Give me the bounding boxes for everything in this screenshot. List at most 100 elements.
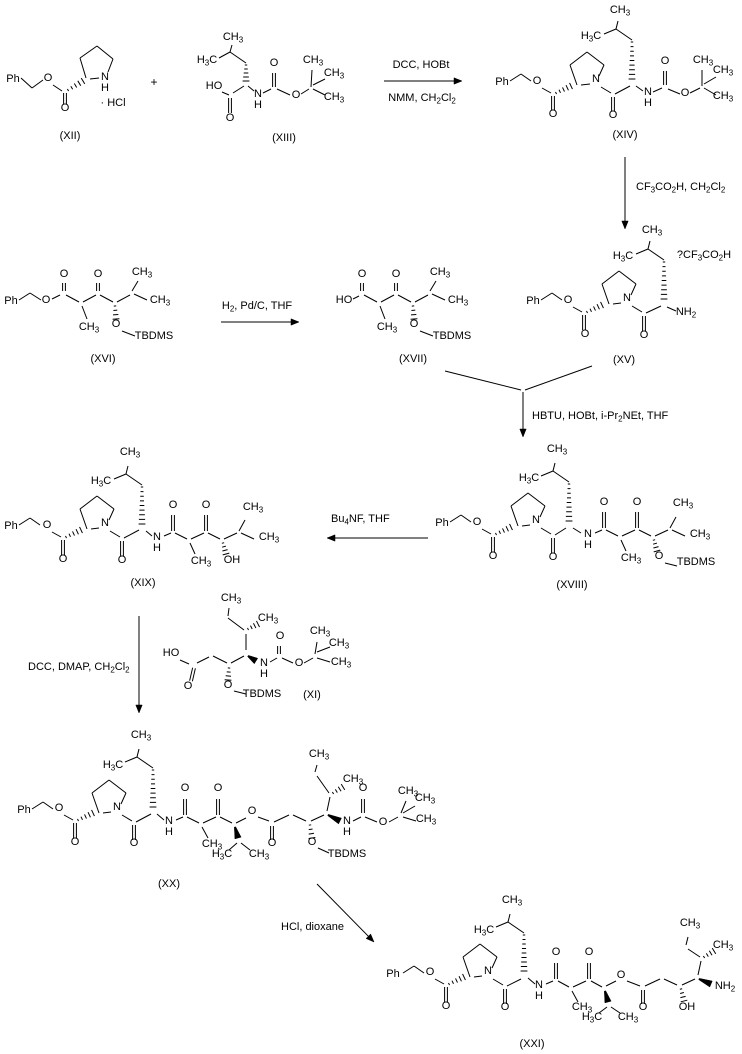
atom-label: O: [358, 268, 367, 280]
atom-label: CH3: [309, 748, 330, 762]
reagent-label: NMM, CH2Cl2: [388, 92, 456, 106]
atom-label: · HCl: [100, 97, 125, 109]
atom-label: CH3: [673, 497, 694, 511]
compound-label: (XX): [158, 878, 180, 890]
atom-label: O: [43, 519, 52, 531]
atom-label: Ph: [386, 968, 399, 980]
atom-label: CH3: [416, 813, 437, 827]
arrowhead: [621, 220, 629, 230]
atom-label: N: [484, 965, 492, 977]
atom-label: TBDMS: [328, 848, 367, 860]
atom-label: O: [617, 969, 626, 981]
arrowhead: [365, 933, 375, 943]
atom-label: CH3: [150, 294, 171, 308]
atom-label: H: [254, 99, 262, 111]
atom-label: O: [549, 551, 558, 563]
arrow-xiv-to-xv: CF3CO2H, CH2Cl2: [621, 157, 726, 230]
atom-label: H3C: [519, 472, 539, 486]
atom-label: H: [165, 826, 173, 838]
atom-label: TBDMS: [243, 688, 282, 700]
atom-label: O: [552, 946, 561, 958]
atom-label: CH3: [610, 4, 631, 18]
atom-label: O: [112, 318, 121, 330]
compound-label: (XVIII): [556, 579, 587, 591]
atom-label: HO: [163, 647, 180, 659]
atom-label: CH3: [223, 31, 244, 45]
compound-label: (XIV): [612, 129, 637, 141]
compound-label: (XIX): [130, 577, 155, 589]
connector-line: [524, 365, 593, 391]
atom-label: H: [584, 539, 592, 551]
atom-label: O: [655, 550, 664, 562]
arrow-coupling-to-xviii: HBTU, HOBt, i-Pr2NEt, THF: [519, 392, 669, 438]
atom-label: O: [214, 782, 223, 794]
atom-label: CH3: [303, 54, 324, 68]
atom-label: H: [153, 542, 161, 554]
atom-label: CH3: [79, 321, 100, 335]
atom-label: H: [343, 826, 351, 838]
atom-label: O: [426, 966, 435, 978]
atom-label: N: [644, 86, 652, 98]
atom-label: CH3: [713, 64, 734, 78]
atom-label: CH3: [324, 67, 345, 81]
atom-label: O: [169, 499, 178, 511]
atom-label: O: [60, 268, 69, 280]
atom-label: Ph: [435, 517, 448, 529]
atom-label: NH2: [715, 980, 736, 994]
atom-label: O: [585, 946, 594, 958]
atom-label: O: [489, 550, 498, 562]
atom-label: H: [535, 990, 543, 1002]
arrow-xix-to-xx: DCC, DMAP, CH2Cl2: [28, 616, 143, 714]
atom-label: N: [535, 979, 543, 991]
atom-label: CH3: [547, 443, 568, 457]
reagent-label: DCC, HOBt: [393, 59, 450, 71]
atom-label: CH3: [642, 224, 663, 238]
arrowhead: [326, 534, 336, 542]
atom-label: O: [609, 109, 618, 121]
atom-label: Ph: [4, 295, 17, 307]
atom-label: H3C: [103, 759, 123, 773]
atom-label: H: [644, 97, 652, 109]
atom-label: O: [533, 75, 542, 87]
atom-label: CH3: [398, 785, 419, 799]
atom-label: TBDMS: [433, 330, 472, 342]
atom-label: CH3: [713, 939, 734, 953]
atom-label: O: [71, 836, 80, 848]
atom-label: O: [473, 516, 482, 528]
atom-label: CH3: [243, 501, 264, 515]
atom-label: O: [600, 496, 609, 508]
atom-label: CH3: [120, 446, 141, 460]
arrow-xvi-to-xvii: H2, Pd/C, THF: [221, 300, 300, 326]
atom-label: H3C: [613, 250, 633, 264]
atom-label: O: [549, 108, 558, 120]
compound-label: (XVI): [90, 353, 115, 365]
atom-label: O: [392, 268, 401, 280]
atom-label: CH3: [131, 729, 152, 743]
atom-label: N: [101, 71, 109, 83]
atom-label: CH3: [430, 266, 451, 280]
atom-label: CH3: [324, 91, 345, 105]
atom-label: CH3: [621, 552, 642, 566]
atom-label: O: [248, 805, 257, 817]
atom-label: N: [584, 528, 592, 540]
atom-label: O: [224, 679, 233, 691]
plus-sign: +: [150, 75, 157, 89]
atom-label: N: [113, 801, 121, 813]
compound-label: (XI): [303, 689, 321, 701]
atom-label: ?CF3CO2H: [677, 249, 731, 263]
atom-label: CH3: [572, 1001, 593, 1015]
atom-label: N: [153, 531, 161, 543]
atom-label: O: [633, 496, 642, 508]
atom-label: O: [639, 1001, 648, 1013]
atom-label: CH3: [693, 54, 714, 68]
atom-label: CH3: [221, 592, 242, 606]
reagent-label: H2, Pd/C, THF: [222, 300, 293, 314]
